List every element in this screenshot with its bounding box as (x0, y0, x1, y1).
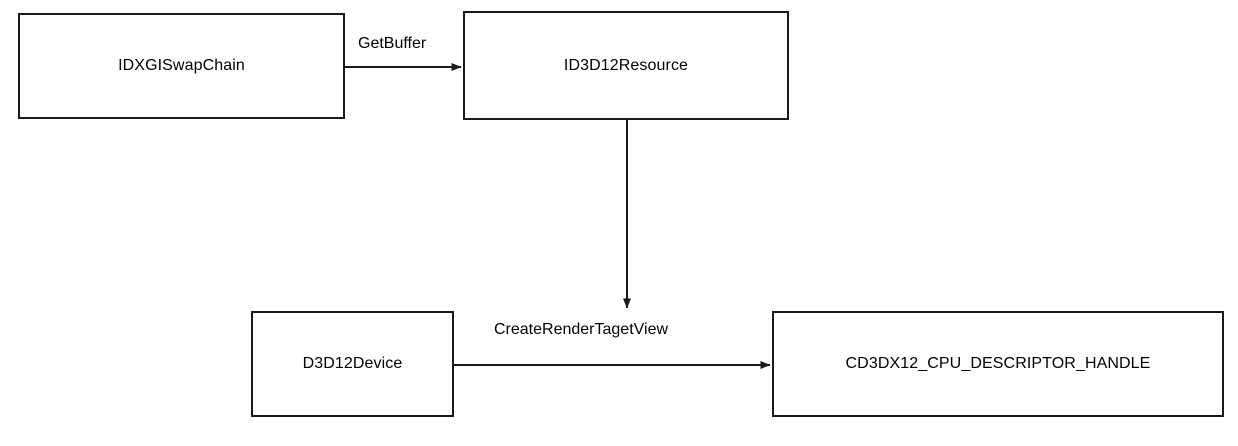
node-label-cd3dx12-cpu-descriptor-handle: CD3DX12_CPU_DESCRIPTOR_HANDLE (845, 355, 1151, 373)
node-label-idxgiswapchain: IDXGISwapChain (118, 57, 245, 75)
node-label-d3d12device: D3D12Device (302, 355, 403, 373)
edge-label-getbuffer: GetBuffer (356, 35, 429, 53)
node-idxgiswapchain[interactable]: IDXGISwapChain (18, 13, 345, 119)
node-d3d12device[interactable]: D3D12Device (251, 311, 454, 417)
node-cd3dx12-cpu-descriptor-handle[interactable]: CD3DX12_CPU_DESCRIPTOR_HANDLE (772, 311, 1224, 417)
node-id3d12resource[interactable]: ID3D12Resource (463, 11, 789, 120)
edge-label-createrendertagetview: CreateRenderTagetView (492, 321, 671, 339)
node-label-id3d12resource: ID3D12Resource (563, 56, 689, 74)
